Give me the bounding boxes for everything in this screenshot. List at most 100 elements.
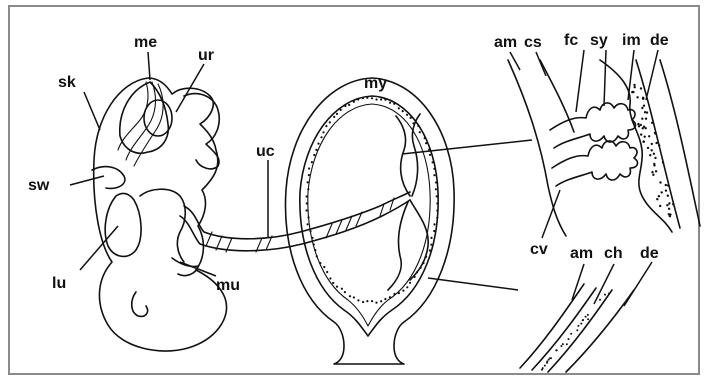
decidua-dot [311, 161, 313, 163]
decidua-dot [406, 114, 408, 116]
fetus-drawing [92, 78, 227, 351]
decidua-dot [436, 195, 438, 197]
membrane-dot [546, 360, 548, 362]
detail-dot [644, 111, 646, 113]
detail-dot [669, 213, 671, 215]
decidua-dot [375, 302, 377, 304]
label-cs: cs [524, 34, 542, 51]
decidua-dot [409, 282, 411, 284]
decidua-dot [430, 244, 432, 246]
lower-membrane-dots [541, 292, 610, 370]
decidua-dot [353, 101, 355, 103]
decidua-dot [353, 296, 355, 298]
detail-dot [640, 87, 642, 89]
detail-dot [640, 124, 642, 126]
labels: me sk ur sw lu mu uc my am cs fc sy im d… [28, 32, 669, 294]
decidua-dot [313, 243, 315, 245]
decidua-dot [362, 97, 364, 99]
label-am-bottom: am [570, 245, 593, 262]
detail-dot [659, 205, 661, 207]
detail-dot [631, 91, 633, 93]
detail-dot [647, 147, 649, 149]
detail-dot [644, 136, 646, 138]
decidua-dot [433, 174, 435, 176]
detail-dot [658, 195, 660, 197]
decidua-dot [329, 277, 331, 279]
detail-dot [668, 208, 670, 210]
decidua-dot [380, 98, 382, 100]
detail-dot [651, 122, 653, 124]
chorionic-vessel-4 [388, 202, 408, 290]
decidua-dot [311, 237, 313, 239]
membrane-dot [604, 294, 606, 296]
membrane-dot [568, 338, 570, 340]
membrane-dot [587, 314, 589, 316]
detail-dot [667, 195, 669, 197]
umbilical-cord [180, 192, 410, 252]
decidua-dot [398, 292, 400, 294]
detail-dot [651, 171, 653, 173]
detail-dot [636, 96, 638, 98]
decidua-dot [435, 181, 437, 183]
detail-dot [653, 164, 655, 166]
chorionic-vessel-1 [396, 116, 410, 196]
decidua-dot [433, 230, 435, 232]
decidua-dot [384, 298, 386, 300]
lower-ch-line-1 [532, 288, 596, 370]
label-de-top: de [650, 32, 669, 49]
decidua-dot [306, 195, 308, 197]
decidua-dot [309, 230, 311, 232]
label-sk: sk [58, 74, 76, 91]
detail-dot [667, 184, 669, 186]
decidua-dot [306, 202, 308, 204]
decidua-dot [402, 290, 404, 292]
decidua-dot [340, 109, 342, 111]
decidua-dot [424, 137, 426, 139]
decidua-dot [344, 105, 346, 107]
decidua-dot [313, 154, 315, 156]
membrane-dot [577, 325, 579, 327]
detail-dot [641, 107, 643, 109]
lower-am-line [520, 284, 584, 368]
detail-dot [651, 143, 653, 145]
decidua-dot [322, 131, 324, 133]
lower-limb [132, 292, 148, 316]
detail-dot [656, 198, 658, 200]
label-mu: mu [216, 277, 240, 294]
detail-outer-wall-1 [636, 60, 680, 228]
detail-dot [665, 184, 667, 186]
label-sw: sw [28, 177, 50, 194]
membrane-dot [599, 299, 601, 301]
detail-dot [651, 149, 653, 151]
detail-dot [658, 144, 660, 146]
villus-lower [552, 141, 637, 186]
label-am-top: am [494, 34, 517, 51]
membrane-dot [562, 343, 564, 345]
decidua-dot [308, 174, 310, 176]
decidua-dot [384, 99, 386, 101]
membrane-dot [580, 323, 582, 325]
decidua-dot [326, 271, 328, 273]
decidua-dot [317, 143, 319, 145]
decidua-dot [389, 296, 391, 298]
decidua-dot [393, 103, 395, 105]
decidua-dot [329, 121, 331, 123]
decidua-dot [357, 299, 359, 301]
decidua-dot [419, 131, 421, 133]
decidua-dot [436, 202, 438, 204]
decidua-dot [393, 293, 395, 295]
decidua-dot [433, 168, 435, 170]
decidua-dot [316, 255, 318, 257]
fetus-outline [94, 78, 227, 351]
decidua-dot [380, 300, 382, 302]
decidua-dot [429, 249, 431, 251]
label-uc: uc [256, 143, 275, 160]
decidua-dot [432, 161, 434, 163]
lower-de-line [566, 290, 634, 372]
decidua-dot [319, 262, 321, 264]
membrane-dot [548, 359, 550, 361]
decidua-dot [344, 291, 346, 293]
label-ur: ur [198, 47, 214, 64]
label-me: me [134, 34, 157, 51]
decidua-dot [371, 300, 373, 302]
